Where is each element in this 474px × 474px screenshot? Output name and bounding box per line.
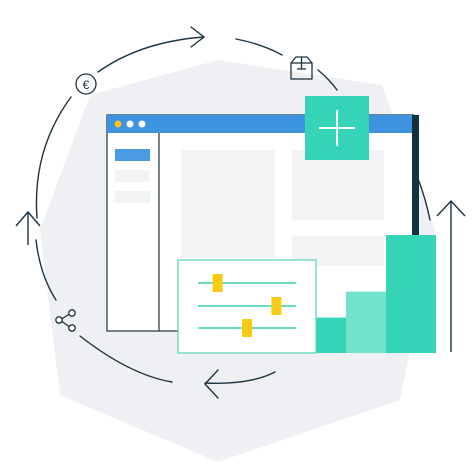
- cycle-arrowhead-top: [190, 26, 206, 48]
- slider-knob: [212, 274, 223, 292]
- window-dot-white-2: [138, 120, 146, 128]
- euro-icon: €: [75, 73, 97, 95]
- cycle-arc-top: [97, 36, 204, 73]
- cycle-arc-left: [35, 96, 72, 219]
- sliders-icon: [177, 259, 317, 354]
- slider-knob: [271, 297, 282, 315]
- cycle-arc-top-right: [235, 38, 283, 56]
- bar-group: [316, 235, 436, 353]
- bar-3: [386, 235, 436, 353]
- sidebar-item-active: [115, 149, 150, 161]
- arrow-up-icon: [15, 210, 41, 245]
- cycle-arc-left-lower: [35, 239, 57, 301]
- content-block: [292, 150, 384, 220]
- window-dot-white: [126, 120, 134, 128]
- cycle-arrowhead-bottom: [204, 369, 219, 399]
- arrow-up-icon: [436, 199, 466, 352]
- plus-icon: [305, 96, 369, 160]
- bar-2: [346, 291, 386, 353]
- window-dot-yellow: [114, 120, 122, 128]
- cycle-arc-right-top: [317, 69, 338, 91]
- sidebar-item: [115, 191, 150, 203]
- bar-1: [316, 317, 346, 353]
- euro-symbol: €: [83, 78, 90, 92]
- slider-knob: [242, 319, 252, 337]
- cycle-arc-bottom-left: [79, 335, 173, 383]
- cycle-arc-bottom: [204, 371, 276, 384]
- window-right-edge: [412, 115, 419, 235]
- share-icon: [55, 309, 76, 332]
- content-block: [181, 150, 275, 258]
- package-icon: [290, 56, 313, 80]
- sidebar-item: [115, 170, 150, 182]
